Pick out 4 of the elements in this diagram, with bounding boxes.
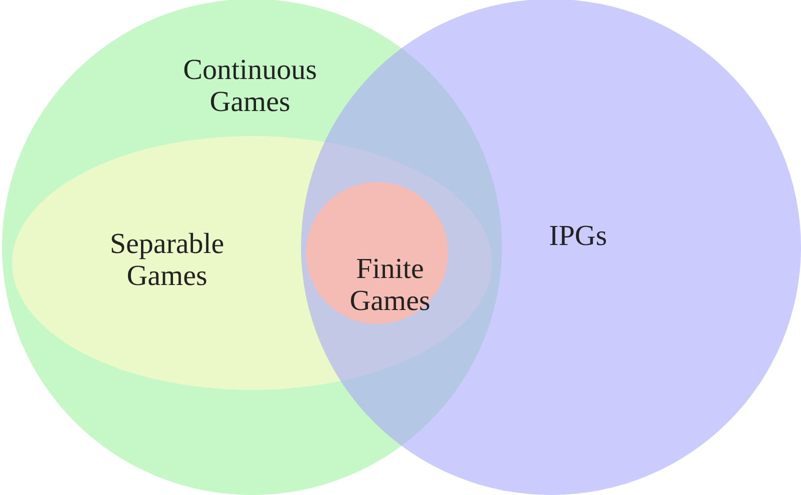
- set-label: Separable Games: [108, 228, 226, 292]
- set-label: Finite Games: [348, 253, 432, 317]
- set-label: IPGs: [548, 220, 608, 252]
- set-label: Continuous Games: [182, 54, 318, 118]
